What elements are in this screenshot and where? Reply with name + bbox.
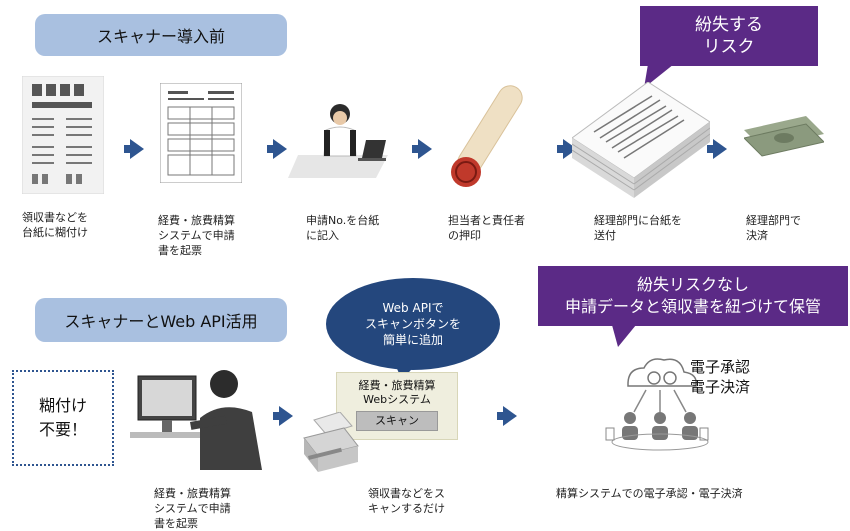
flow-arrow-5-body	[707, 145, 715, 153]
flow-arrow-1-body	[124, 145, 132, 153]
before-step-6: 経理部門で 決済	[746, 214, 801, 242]
approval-label: 電子承認 電子決済	[690, 358, 751, 396]
flow-arrow-7	[503, 406, 517, 426]
web-system-panel: 経費・旅費精算 Webシステム スキャン	[336, 372, 458, 440]
norisk-callout-pointer	[612, 325, 636, 347]
flow-arrow-6-body	[273, 412, 281, 420]
risk-callout: 紛失する リスク	[640, 6, 818, 66]
web-api-bubble-text: Web APIで スキャンボタンを 簡単に追加	[364, 301, 461, 347]
receipt-board-icon	[22, 76, 104, 194]
before-step-1: 領収書などを 台紙に糊付け	[22, 211, 88, 239]
scanner-icon	[303, 412, 359, 472]
flow-arrow-2	[273, 139, 287, 159]
norisk-callout: 紛失リスクなし 申請データと領収書を紐づけて保管	[538, 266, 848, 326]
flow-arrow-6	[279, 406, 293, 426]
before-step-4: 担当者と責任者 の押印	[448, 214, 525, 242]
before-step-2: 経費・旅費精算 システムで申請 書を起票	[158, 214, 235, 257]
no-glue-text: 糊付け 不要！	[38, 396, 87, 439]
before-step-3: 申請No.を台紙 に記入	[306, 214, 380, 242]
scan-button[interactable]: スキャン	[356, 411, 438, 431]
flow-arrow-3-body	[412, 145, 420, 153]
after-step-1: 経費・旅費精算 システムで申請 書を起票	[154, 487, 231, 530]
money-stack-icon	[744, 116, 824, 157]
application-form-icon	[160, 83, 242, 183]
web-system-title: 経費・旅費精算 Webシステム	[358, 379, 436, 406]
person-laptop-icon	[288, 104, 388, 178]
no-glue-box: 糊付け 不要！	[12, 370, 114, 466]
norisk-callout-text: 紛失リスクなし 申請データと領収書を紐づけて保管	[564, 275, 821, 316]
paper-stack-icon	[572, 82, 710, 198]
after-step-3: 精算システムでの電子承認・電子決済	[556, 487, 743, 500]
flow-arrow-5	[713, 139, 727, 159]
flow-arrow-1	[130, 139, 144, 159]
web-api-bubble: Web APIで スキャンボタンを 簡単に追加	[326, 278, 500, 370]
before-step-5: 経理部門に台紙を 送付	[594, 214, 682, 242]
risk-callout-text: 紛失する リスク	[695, 15, 763, 57]
cloud-team-icon	[605, 358, 709, 451]
before-title: スキャナー導入前	[35, 14, 287, 56]
flow-arrow-3	[418, 139, 432, 159]
flow-arrow-7-body	[497, 412, 505, 420]
flow-arrow-4-body	[557, 145, 565, 153]
flow-arrow-2-body	[267, 145, 275, 153]
hanko-stamp-icon	[451, 85, 523, 187]
risk-callout-pointer	[644, 64, 674, 88]
after-title: スキャナーとWeb API活用	[35, 298, 287, 342]
after-step-2: 領収書などをス キャンするだけ	[368, 487, 445, 515]
person-computer-icon	[130, 370, 262, 470]
